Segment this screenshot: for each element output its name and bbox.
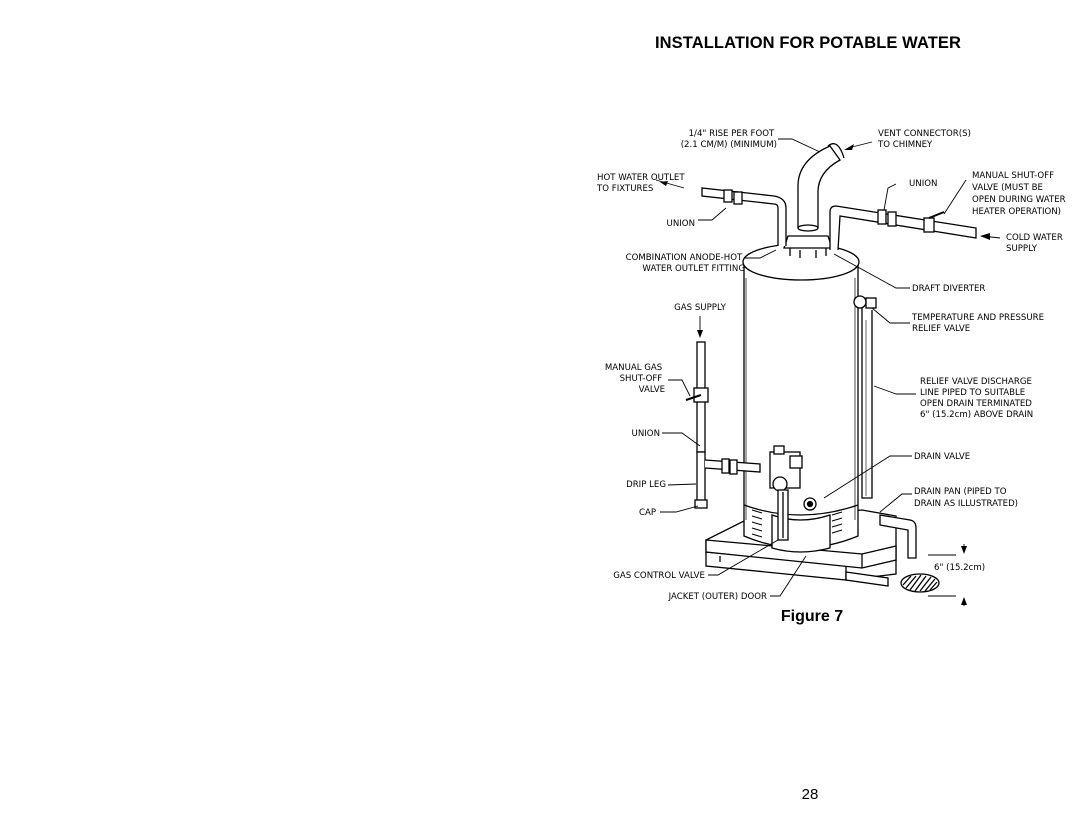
label-union-gas: UNION bbox=[632, 429, 660, 439]
label-manual-shutoff-valve: MANUAL SHUT-OFF VALVE (MUST BE OPEN DURI… bbox=[972, 171, 1068, 217]
label-combination-anode: COMBINATION ANODE-HOT WATER OUTLET FITTI… bbox=[626, 253, 745, 274]
figure-caption: Figure 7 bbox=[780, 608, 844, 625]
label-drain-valve: DRAIN VALVE bbox=[914, 452, 970, 462]
label-hot-water-outlet: HOT WATER OUTLET TO FIXTURES bbox=[596, 173, 687, 194]
label-six-inch-dimension: 6" (15.2cm) bbox=[934, 563, 985, 573]
hot-water-outlet-pipe bbox=[701, 187, 787, 246]
label-jacket-outer-door: JACKET (OUTER) DOOR bbox=[668, 592, 767, 602]
water-heater-tank bbox=[742, 243, 860, 549]
label-relief-discharge-line: RELIEF VALVE DISCHARGE LINE PIPED TO SUI… bbox=[920, 377, 1035, 420]
page-title: INSTALLATION FOR POTABLE WATER bbox=[654, 34, 962, 52]
label-manual-gas-shutoff: MANUAL GAS SHUT-OFF VALVE bbox=[605, 363, 665, 395]
label-drain-pan: DRAIN PAN (PIPED TO DRAIN AS ILLUSTRATED… bbox=[914, 487, 1018, 509]
gas-supply-line bbox=[685, 341, 761, 509]
label-cap: CAP bbox=[639, 508, 656, 518]
gas-control-valve bbox=[769, 445, 803, 541]
tp-relief-valve bbox=[853, 295, 877, 499]
drain-pan-outlet-pipe bbox=[845, 514, 917, 587]
label-vent-connector: VENT CONNECTOR(S) TO CHIMNEY bbox=[877, 129, 974, 150]
label-tp-relief-valve: TEMPERATURE AND PRESSURE RELIEF VALVE bbox=[911, 313, 1047, 334]
floor-drain bbox=[900, 573, 940, 593]
arrowheads bbox=[660, 144, 990, 605]
tank-base-vents bbox=[743, 504, 859, 538]
label-gas-supply: GAS SUPPLY bbox=[674, 303, 726, 313]
label-drip-leg: DRIP LEG bbox=[626, 480, 666, 490]
label-union-hot: UNION bbox=[667, 219, 695, 229]
vent-connector-pipe bbox=[797, 143, 845, 232]
label-cold-water-supply: COLD WATER SUPPLY bbox=[1006, 233, 1066, 254]
label-union-cold: UNION bbox=[909, 179, 937, 189]
page-number: 28 bbox=[801, 786, 819, 803]
label-rise-per-foot: 1/4" RISE PER FOOT (2.1 CM/M) (MINIMUM) bbox=[681, 129, 777, 150]
label-draft-diverter: DRAFT DIVERTER bbox=[912, 284, 985, 294]
cold-water-inlet-pipe bbox=[829, 205, 977, 251]
label-gas-control-valve: GAS CONTROL VALVE bbox=[613, 571, 705, 581]
drain-valve bbox=[803, 497, 817, 511]
leader-lines bbox=[655, 138, 1001, 606]
